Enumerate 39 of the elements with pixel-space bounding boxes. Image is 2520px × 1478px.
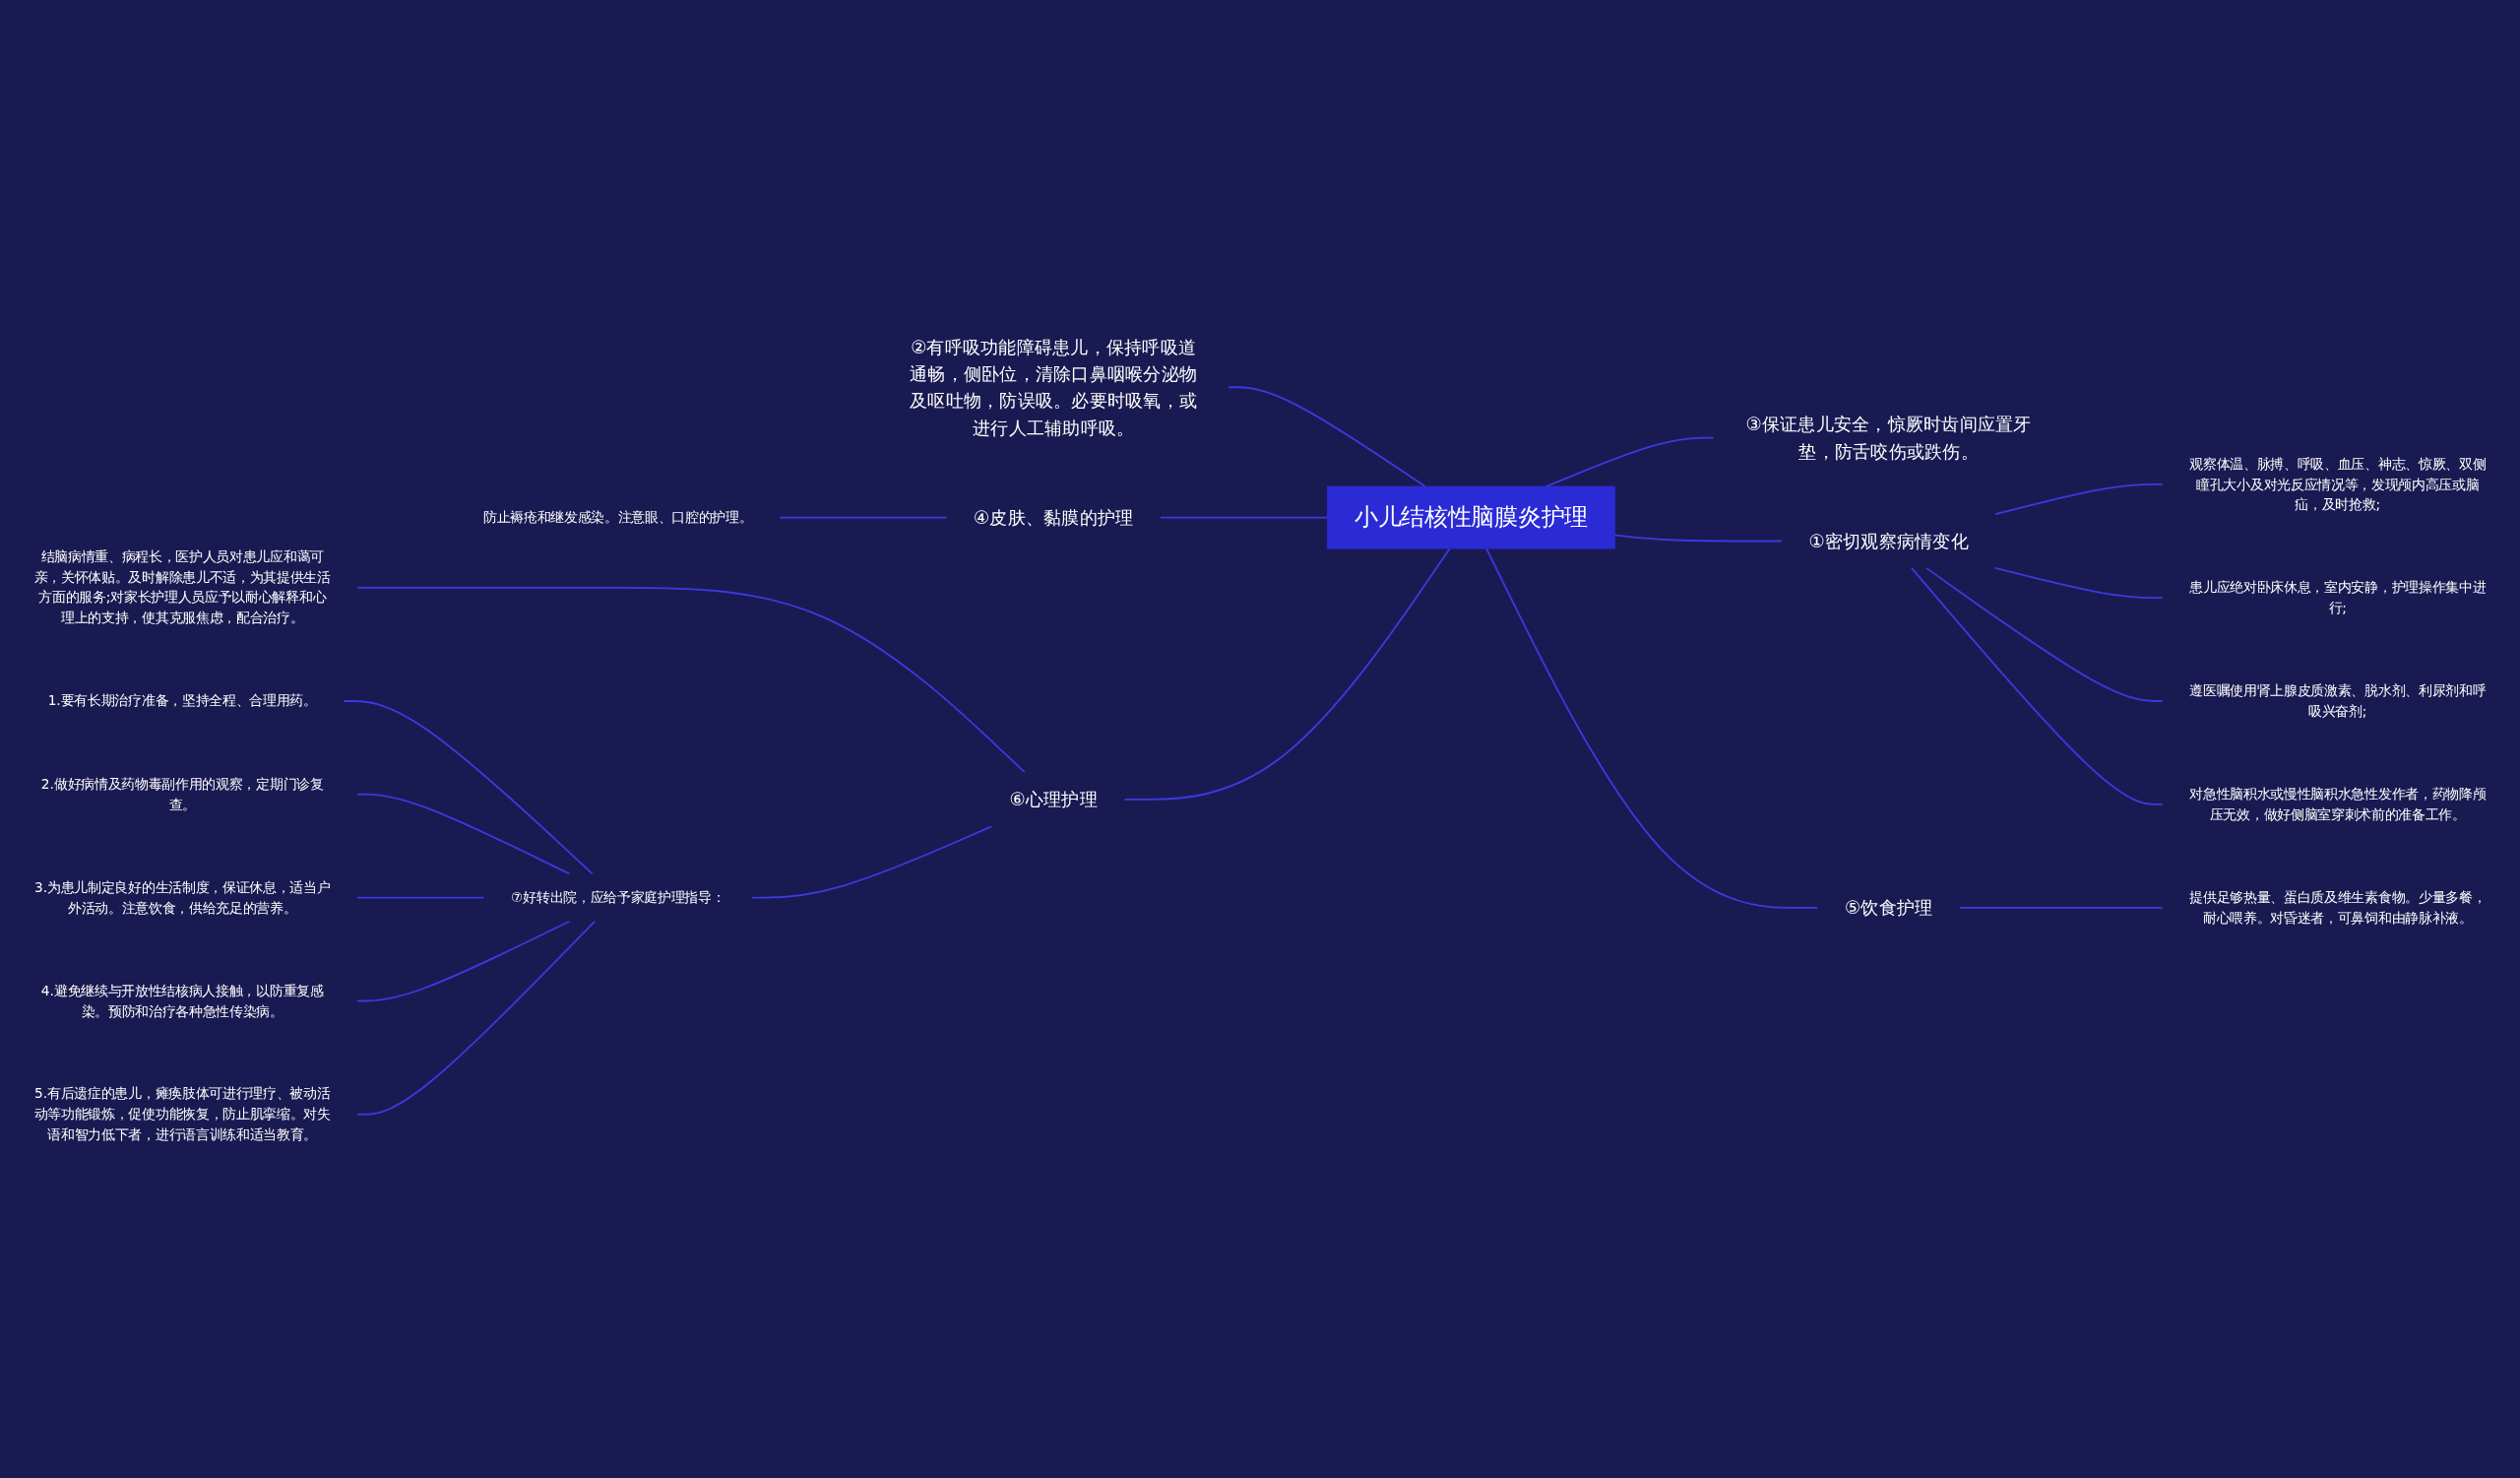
node-text: ①密切观察病情变化 xyxy=(1808,530,1969,552)
connector xyxy=(343,700,594,875)
node-text: 提供足够热量、蛋白质及维生素食物。少量多餐，耐心喂养。对昏迷者，可鼻饲和由静脉补液。 xyxy=(2189,889,2487,927)
node-text: 1.要有长期治疗准备，坚持全程、合理用药。 xyxy=(47,692,317,709)
connector xyxy=(1159,516,1329,519)
node-text: 5.有后遗症的患儿，瘫痪肢体可进行理疗、被动活动等功能锻炼，促使功能恢复，防止肌挛缩。对失语和智力低下者，进行语言训练和适当教育。 xyxy=(33,1085,331,1143)
connector xyxy=(356,896,485,899)
connector xyxy=(1994,566,2164,599)
connector xyxy=(1994,483,2164,516)
node-text: 结脑病情重、病程长，医护人员对患儿应和蔼可亲，关怀体贴。及时解除患儿不适，为其提供生活方面的服务;对家长护理人员应予以耐心解释和心理上的支持，使其克服焦虑，配合治疗。 xyxy=(33,548,331,626)
node-text: ④皮肤、黏膜的护理 xyxy=(973,506,1134,529)
node-text: ⑦好转出院，应给予家庭护理指导： xyxy=(510,889,725,906)
connector xyxy=(1925,566,2164,702)
node-text: 对急性脑积水或慢性脑积水急性发作者，药物降颅压无效，做好侧脑室穿刺术前的准备工作。 xyxy=(2189,786,2487,823)
node-box: 小儿结核性脑膜炎护理 xyxy=(1326,485,1615,549)
connector xyxy=(356,586,1027,774)
connector xyxy=(1228,386,1426,487)
connector xyxy=(750,825,993,899)
node-text: 遵医嘱使用肾上腺皮质激素、脱水剂、利尿剂和呼吸兴奋剂; xyxy=(2189,682,2487,720)
connector xyxy=(356,793,571,875)
node-text: ⑤饮食护理 xyxy=(1844,896,1933,919)
node-text: 患儿应绝对卧床休息，室内安静，护理操作集中进行; xyxy=(2189,579,2487,616)
node-text: 2.做好病情及药物毒副作用的观察，定期门诊复查。 xyxy=(40,775,324,812)
node-text: ⑥心理护理 xyxy=(1009,788,1098,810)
connector xyxy=(1613,534,1783,543)
connector xyxy=(1544,436,1715,487)
connector xyxy=(356,920,571,1002)
node-text: ②有呼吸功能障碍患儿，保持呼吸道通畅，侧卧位，清除口鼻咽喉分泌物及呕吐物，防误吸。必要时吸氧，或进行人工辅助呼吸。 xyxy=(910,336,1198,439)
connector xyxy=(1958,906,2164,909)
connector xyxy=(356,920,597,1116)
node-text: 防止褥疮和继发感染。注意眼、口腔的护理。 xyxy=(482,509,753,526)
connector xyxy=(779,516,948,519)
node-text: 观察体温、脉搏、呼吸、血压、神志、惊厥、双侧瞳孔大小及对光反应情况等，发现颅内高压或脑疝，及时抢救; xyxy=(2189,455,2487,513)
node-text: ③保证患儿安全，惊厥时齿间应置牙垫，防舌咬伤或跌伤。 xyxy=(1745,413,2032,463)
connector xyxy=(1485,547,1819,909)
connector xyxy=(1123,547,1451,801)
node-text: 4.避免继续与开放性结核病人接触，以防重复感染。预防和治疗各种急性传染病。 xyxy=(40,982,324,1019)
connector xyxy=(1911,566,2164,805)
node-text: 3.为患儿制定良好的生活制度，保证休息，适当户外活动。注意饮食，供给充足的营养。 xyxy=(33,878,331,916)
